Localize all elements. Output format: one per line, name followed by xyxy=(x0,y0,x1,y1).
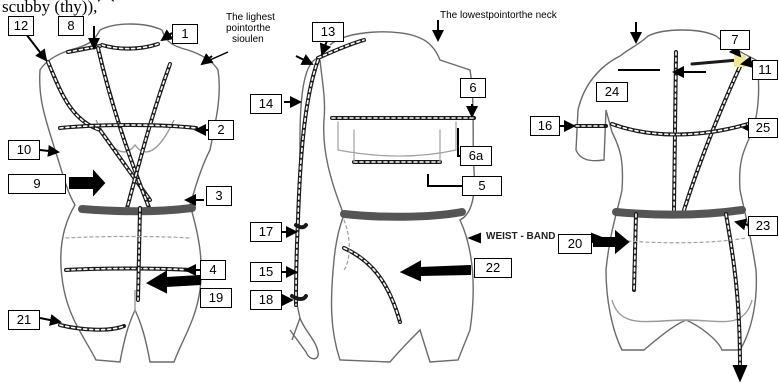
bottom-arrow xyxy=(734,366,746,380)
marker-6: 6 xyxy=(460,78,486,98)
tape-22-hip-curve xyxy=(344,248,400,322)
tape-11-diagonal xyxy=(684,62,742,210)
marker-13: 13 xyxy=(312,22,344,42)
highest-point-line1: The lighest xyxy=(226,12,275,23)
marker-1: 1 xyxy=(172,24,198,44)
marker-17: 17 xyxy=(250,222,282,242)
tape-23-side-length xyxy=(726,214,740,366)
shoulder-highlight xyxy=(734,55,746,67)
marker-20: 20 xyxy=(558,234,592,254)
marker-6a: 6a xyxy=(460,146,492,166)
marker-22: 22 xyxy=(474,258,512,278)
marker-14: 14 xyxy=(250,94,282,114)
marker-10: 10 xyxy=(8,140,40,160)
side-figure xyxy=(290,32,474,362)
marker-2: 2 xyxy=(208,120,234,140)
arrow-22 xyxy=(402,262,470,280)
lowest-point-annotation: The lowestpointorthe neck xyxy=(440,10,557,21)
arrow-weist-left xyxy=(470,234,480,242)
marker-23: 23 xyxy=(748,216,778,236)
marker-4: 4 xyxy=(200,260,226,280)
arrow-9 xyxy=(70,172,104,194)
marker-16: 16 xyxy=(530,116,560,136)
marker-15: 15 xyxy=(250,262,282,282)
marker-19: 19 xyxy=(200,288,232,308)
highest-point-line2: pointorthe xyxy=(226,23,275,34)
side-arm-outline xyxy=(290,58,318,359)
marker-9: 9 xyxy=(8,174,66,194)
back-figure xyxy=(576,30,759,350)
tape-7-shoulder xyxy=(692,60,738,64)
marker-11: 11 xyxy=(752,60,778,80)
highest-point-annotation: The lighest pointorthe sioulen xyxy=(226,12,275,45)
marker-8: 8 xyxy=(58,16,84,36)
tape-3-waist xyxy=(82,208,192,211)
highest-point-line3: sioulen xyxy=(226,34,275,45)
marker-5: 5 xyxy=(462,176,502,196)
arrow-19 xyxy=(148,272,200,292)
side-tapes xyxy=(292,40,474,322)
tape-14-arm-length xyxy=(296,60,318,305)
marker-7: 7 xyxy=(720,30,750,50)
weist-band-label: WEIST - BAND xyxy=(486,231,555,242)
waist-band-side xyxy=(344,212,462,217)
marker-18: 18 xyxy=(250,290,282,310)
marker-25: 25 xyxy=(748,118,778,138)
back-arrows xyxy=(560,22,756,380)
marker-12: 12 xyxy=(8,16,34,36)
back-figure-outline xyxy=(576,30,759,350)
marker-24: 24 xyxy=(596,82,628,102)
tape-diagonal xyxy=(98,48,150,210)
marker-21: 21 xyxy=(8,310,40,330)
marker-3: 3 xyxy=(206,186,232,206)
